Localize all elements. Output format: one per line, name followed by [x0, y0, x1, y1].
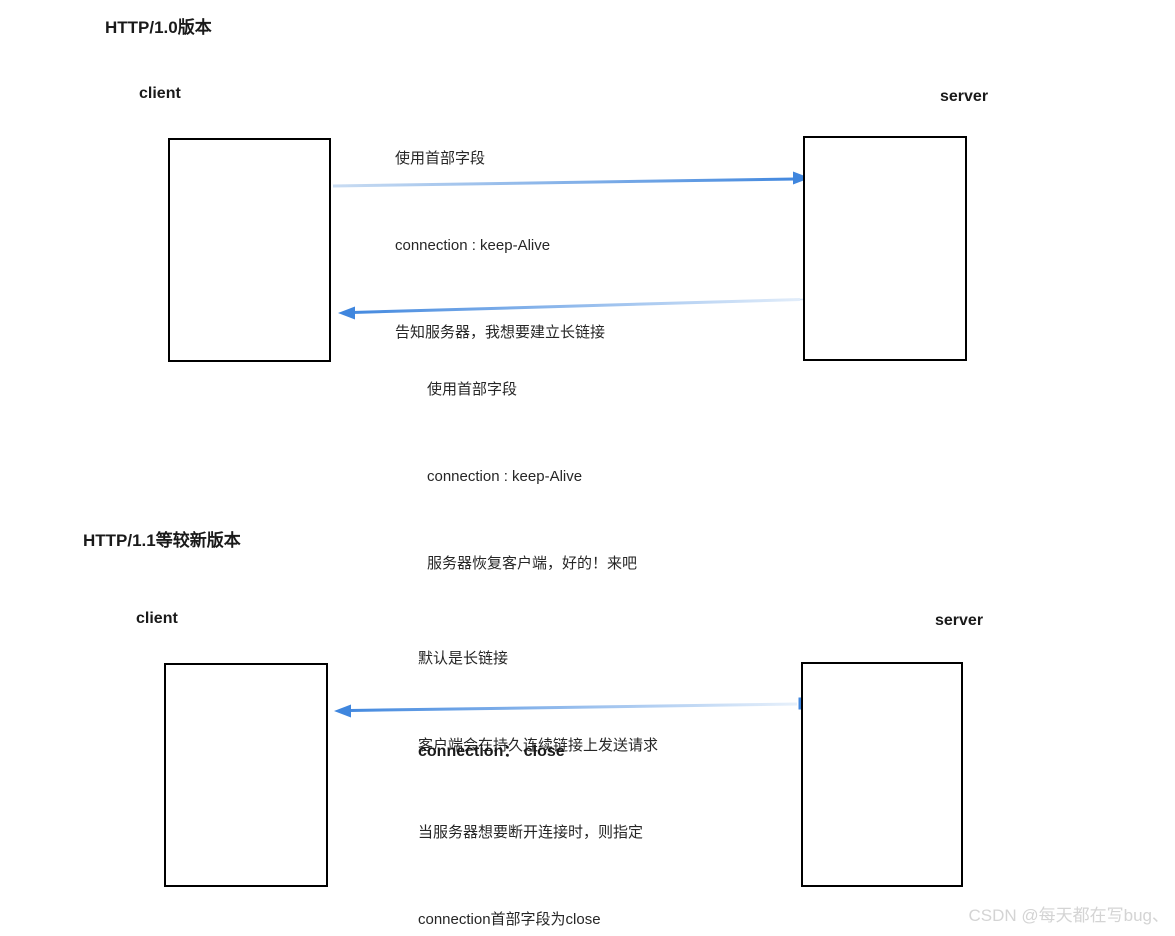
watermark: CSDN @每天都在写bug、 — [968, 906, 1169, 925]
section1-request-note: 使用首部字段 connection : keep-Alive 告知服务器，我想要… — [395, 86, 605, 405]
section2-client-label: client — [136, 610, 178, 627]
note-line: connection : keep-Alive — [427, 468, 583, 485]
section2-close-label: connection： close — [418, 743, 565, 760]
section2-note: 默认是长链接 客户端会在持久连续链接上发送请求 当服务器想要断开连接时，则指定 … — [418, 586, 658, 936]
section1-client-label: client — [139, 85, 181, 102]
note-line: 使用首部字段 — [395, 150, 486, 167]
note-line: 当服务器想要断开连接时，则指定 — [418, 824, 644, 841]
note-line: 默认是长链接 — [418, 650, 509, 667]
section1-server-label: server — [940, 88, 989, 105]
note-line: 客户端会在持久连续链接上发送请求 — [418, 737, 659, 754]
section1-server-box — [803, 136, 967, 361]
note-line: 告知服务器，我想要建立长链接 — [395, 324, 606, 341]
section2-server-label: server — [935, 612, 984, 629]
note-line: 服务器恢复客户端，好的！来吧 — [427, 555, 638, 572]
section2-server-box — [801, 662, 963, 887]
section1-response-note: 使用首部字段 connection : keep-Alive 服务器恢复客户端，… — [427, 317, 637, 636]
section2-client-box — [164, 663, 328, 887]
section1-title: HTTP/1.0版本 — [105, 18, 212, 37]
section1-client-box — [168, 138, 331, 362]
note-line: connection : keep-Alive — [395, 237, 551, 254]
section2-title: HTTP/1.1等较新版本 — [83, 531, 241, 550]
note-line: connection首部字段为close — [418, 911, 601, 928]
note-line: 使用首部字段 — [427, 381, 518, 398]
